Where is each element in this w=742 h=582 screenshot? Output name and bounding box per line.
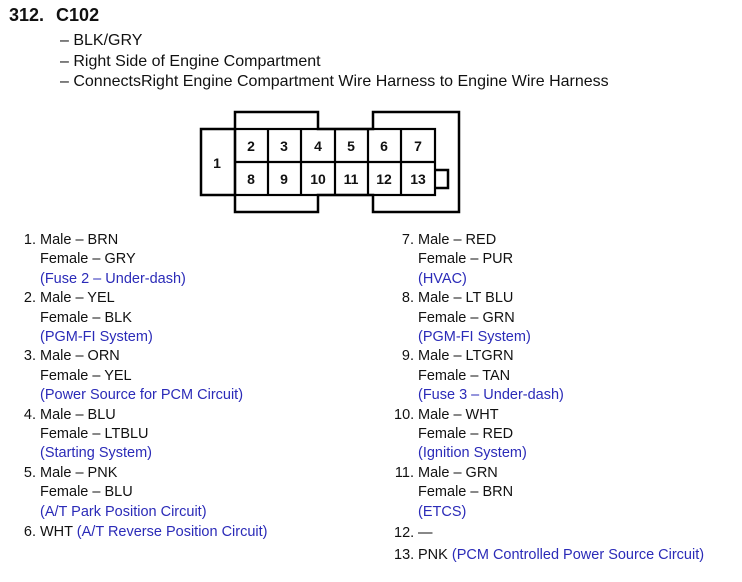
pin-label-12: 12	[376, 171, 392, 187]
pin-number: 7.	[401, 232, 414, 248]
connector-title: 312. C102	[9, 5, 99, 26]
pin-item: 2. Male – YEL Female – BLK (PGM-FI Syste…	[18, 289, 268, 347]
pin-circuit: (HVAC)	[418, 270, 467, 287]
pin-item: 6. WHT (A/T Reverse Position Circuit)	[18, 523, 268, 542]
pin-grid	[233, 127, 437, 197]
pin-list-left: 1. Male – BRN Female – GRY (Fuse 2 – Und…	[18, 231, 268, 543]
pin-female: Female – YEL	[40, 367, 132, 384]
pin-circuit: (A/T Park Position Circuit)	[40, 503, 207, 520]
pin-circuit: (PGM-FI System)	[40, 329, 153, 346]
pin-female: Female – GRY	[40, 251, 136, 268]
pin-female: Female – TAN	[418, 367, 511, 384]
pin-circuit: (PCM Controlled Power Source Circuit)	[451, 546, 705, 563]
pin-circuit: (Ignition System)	[418, 445, 527, 462]
pin-number: 8.	[401, 290, 414, 307]
pin-item: 7. Male – RED Female – PUR (HVAC)	[396, 231, 704, 289]
pin-number: 1.	[23, 232, 36, 248]
pin-item: 10. Male – WHT Female – RED (Ignition Sy…	[394, 406, 704, 464]
pin-number: 9.	[401, 348, 414, 365]
pin-item: 11. Male – GRN Female – BRN (ETCS)	[394, 464, 704, 522]
pin-wire-color: PNK	[418, 546, 448, 563]
pin-item: 13. PNK (PCM Controlled Power Source Cir…	[394, 546, 705, 565]
pin-wire-color: —	[418, 525, 433, 542]
connector-connects: – ConnectsRight Engine Compartment Wire …	[60, 73, 609, 90]
connector-properties: – BLK/GRY – Right Side of Engine Compart…	[60, 31, 609, 93]
pin-female: Female – BLU	[40, 484, 133, 501]
pin-male: Male – WHT	[418, 406, 499, 423]
connector-id: C102	[56, 5, 100, 25]
pin-male: Male – LTGRN	[418, 348, 514, 365]
pin-item: 4. Male – BLU Female – LTBLU (Starting S…	[18, 406, 268, 464]
pin-circuit: (A/T Reverse Position Circuit)	[76, 524, 268, 541]
pin-male: Male – BRN	[40, 232, 119, 248]
pin-male: Male – ORN	[40, 348, 120, 365]
pin-label-7: 7	[414, 138, 422, 154]
pin-label-2: 2	[247, 138, 255, 154]
pin-circuit: (Fuse 3 – Under-dash)	[418, 387, 564, 404]
pin-item: 9. Male – LTGRN Female – TAN (Fuse 3 – U…	[396, 347, 704, 405]
pin-female: Female – GRN	[418, 309, 515, 326]
pin-number: 10.	[394, 406, 415, 423]
pin-male: Male – LT BLU	[418, 290, 514, 307]
pin-circuit: (Power Source for PCM Circuit)	[40, 387, 244, 404]
pin-number: 2.	[23, 290, 36, 307]
pin-item: 3. Male – ORN Female – YEL (Power Source…	[18, 347, 268, 405]
pin-male: Male – PNK	[40, 464, 118, 481]
pin-male: Male – BLU	[40, 406, 116, 423]
pin-item: 5. Male – PNK Female – BLU (A/T Park Pos…	[18, 464, 268, 522]
pin-female: Female – PUR	[418, 251, 514, 268]
pin-female: Female – BRN	[418, 484, 514, 501]
pin-circuit: (Fuse 2 – Under-dash)	[40, 270, 186, 287]
pin-label-8: 8	[247, 171, 255, 187]
pin-circuit: (PGM-FI System)	[418, 329, 531, 346]
pin-number: 3.	[23, 348, 36, 365]
pin-label-13: 13	[410, 171, 426, 187]
pin-label-9: 9	[280, 171, 288, 187]
pin-label-11: 11	[344, 171, 359, 187]
pin-label-3: 3	[280, 138, 288, 154]
pin-list-right: 7. Male – RED Female – PUR (HVAC) 8. Mal…	[394, 231, 705, 565]
pin-number: 13.	[394, 546, 415, 563]
pin-label-6: 6	[380, 138, 388, 154]
pin-circuit: (Starting System)	[40, 445, 152, 462]
pin-male: Male – YEL	[40, 290, 115, 307]
pin-label-5: 5	[347, 138, 355, 154]
pin-item: 12. —	[394, 524, 704, 543]
pin-number: 5.	[23, 464, 36, 481]
pin-label-4: 4	[314, 138, 322, 154]
pin-number: 11.	[394, 464, 414, 481]
pin-item: 1. Male – BRN Female – GRY (Fuse 2 – Und…	[18, 231, 268, 289]
pin-male: Male – GRN	[418, 464, 498, 481]
connector-number: 312.	[9, 5, 45, 25]
pin-male: Male – RED	[418, 232, 497, 248]
connector-color: – BLK/GRY	[60, 32, 143, 49]
pin-number: 4.	[23, 406, 36, 423]
pin-wire-color: WHT	[40, 524, 73, 541]
pin-female: Female – LTBLU	[40, 426, 149, 443]
pin-female: Female – RED	[418, 426, 514, 443]
pin-label-1: 1	[213, 155, 221, 171]
connector-location: – Right Side of Engine Compartment	[60, 52, 321, 70]
pin-female: Female – BLK	[40, 309, 132, 326]
pin-item: 8. Male – LT BLU Female – GRN (PGM-FI Sy…	[396, 289, 704, 347]
pin-number: 12.	[394, 525, 415, 542]
pin-number: 6.	[23, 524, 36, 541]
pin-label-10: 10	[310, 171, 326, 187]
pin-circuit: (ETCS)	[418, 503, 467, 520]
